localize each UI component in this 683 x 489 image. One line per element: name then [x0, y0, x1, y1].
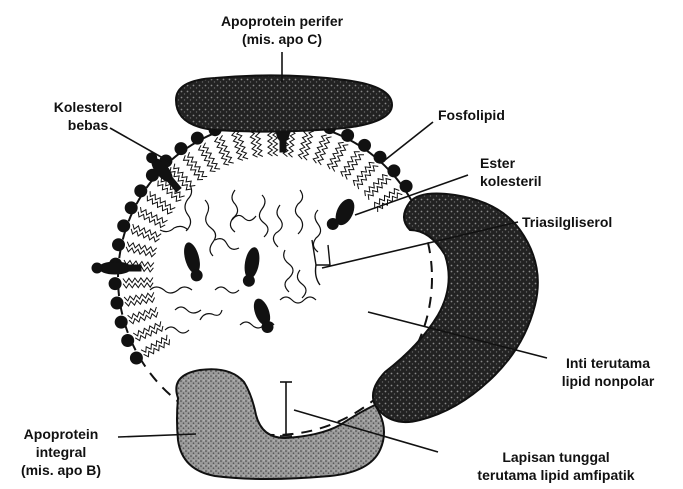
phospholipid-head — [358, 139, 371, 152]
phospholipid-head — [117, 219, 130, 232]
phospholipid-tail — [123, 283, 153, 288]
phospholipid-tail — [123, 278, 153, 283]
label-amphipathic-monolayer: Lapisan tunggal terutama lipid amfipatik — [436, 448, 676, 484]
phospholipid-tail — [141, 207, 168, 223]
label-amphipathic-monolayer-line1: Lapisan tunggal — [436, 448, 676, 466]
monolayer-bracket — [280, 382, 292, 436]
phospholipid-head — [121, 334, 134, 347]
label-cholesteryl-ester-line2: kolesteril — [480, 172, 541, 190]
label-phospholipid: Fosfolipid — [438, 106, 505, 124]
phospholipid-tail — [304, 131, 314, 160]
phospholipid-tail — [357, 166, 378, 189]
phospholipid-tail — [127, 242, 156, 252]
label-triacylglycerol: Triasilgliserol — [522, 213, 612, 231]
phospholipid-head — [134, 184, 147, 197]
phospholipid-head — [191, 132, 204, 145]
label-integral-apoprotein-line1: Apoprotein — [6, 425, 116, 443]
label-peripheral-apoprotein: Apoprotein perifer (mis. apo C) — [182, 12, 382, 48]
integral-apoprotein-bottom — [176, 369, 384, 479]
phospholipid-head — [125, 201, 138, 214]
phospholipid-head — [111, 297, 124, 310]
phospholipid-head — [400, 180, 413, 193]
label-integral-apoprotein-line3: (mis. apo B) — [6, 461, 116, 479]
label-free-cholesterol-line1: Kolesterol — [38, 98, 138, 116]
phospholipid-tail — [237, 130, 248, 159]
triacylglycerol-chains — [150, 185, 321, 333]
label-peripheral-apoprotein-line1: Apoprotein perifer — [182, 12, 382, 30]
label-amphipathic-monolayer-line2: terutama lipid amfipatik — [436, 466, 676, 484]
phospholipid-head — [112, 238, 125, 251]
phospholipid-head — [374, 151, 387, 164]
phospholipid-tail — [353, 162, 374, 185]
phospholipid-head — [341, 129, 354, 142]
triacylglycerol-backbone — [312, 240, 330, 285]
phospholipid-tail — [365, 175, 388, 196]
label-free-cholesterol-line2: bebas — [38, 116, 138, 134]
label-nonpolar-core: Inti terutama lipid nonpolar — [543, 354, 673, 390]
phospholipid-head — [109, 277, 122, 290]
phospholipid-tail — [128, 307, 157, 319]
phospholipid-layer — [109, 112, 413, 365]
label-peripheral-apoprotein-line2: (mis. apo C) — [182, 30, 382, 48]
label-nonpolar-core-line2: lipid nonpolar — [543, 372, 673, 390]
peripheral-apoprotein — [176, 75, 392, 131]
phospholipid-head — [130, 352, 143, 365]
label-cholesteryl-ester-line1: Ester — [480, 154, 541, 172]
label-free-cholesterol: Kolesterol bebas — [38, 98, 138, 134]
label-phospholipid-line1: Fosfolipid — [438, 106, 505, 124]
label-nonpolar-core-line1: Inti terutama — [543, 354, 673, 372]
label-cholesteryl-ester: Ester kolesteril — [480, 154, 541, 190]
phospholipid-head — [175, 142, 188, 155]
phospholipid-head — [387, 164, 400, 177]
label-integral-apoprotein: Apoprotein integral (mis. apo B) — [6, 425, 116, 479]
integral-apoprotein-band — [373, 194, 538, 423]
phospholipid-head — [115, 316, 128, 329]
label-triacylglycerol-line1: Triasilgliserol — [522, 213, 612, 231]
label-integral-apoprotein-line2: integral — [6, 443, 116, 461]
